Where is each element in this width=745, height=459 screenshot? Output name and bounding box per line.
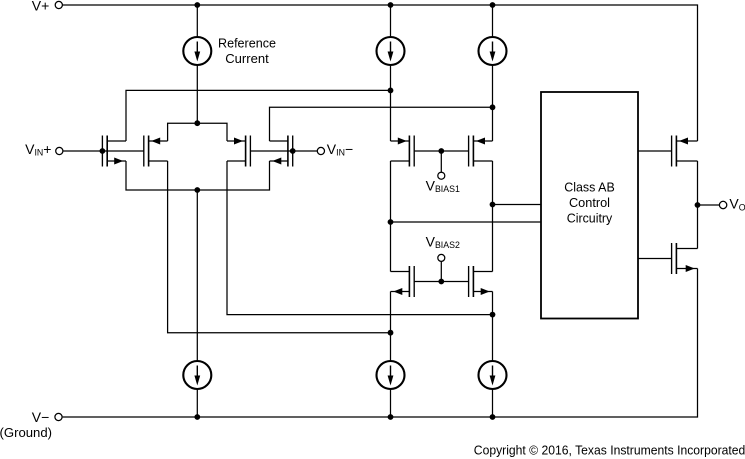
svg-text:(Ground): (Ground) [0, 425, 52, 440]
svg-text:Copyright © 2016, Texas Instru: Copyright © 2016, Texas Instruments Inco… [474, 442, 745, 457]
svg-text:V+: V+ [32, 0, 50, 14]
svg-text:Circuitry: Circuitry [567, 211, 613, 225]
svg-text:VIN−: VIN− [327, 141, 353, 158]
svg-text:Control: Control [569, 196, 610, 210]
svg-text:Class AB: Class AB [564, 181, 615, 195]
svg-text:Reference: Reference [218, 36, 276, 51]
svg-text:V−: V− [32, 409, 50, 425]
svg-text:VIN+: VIN+ [25, 141, 51, 158]
svg-text:Current: Current [225, 51, 269, 66]
